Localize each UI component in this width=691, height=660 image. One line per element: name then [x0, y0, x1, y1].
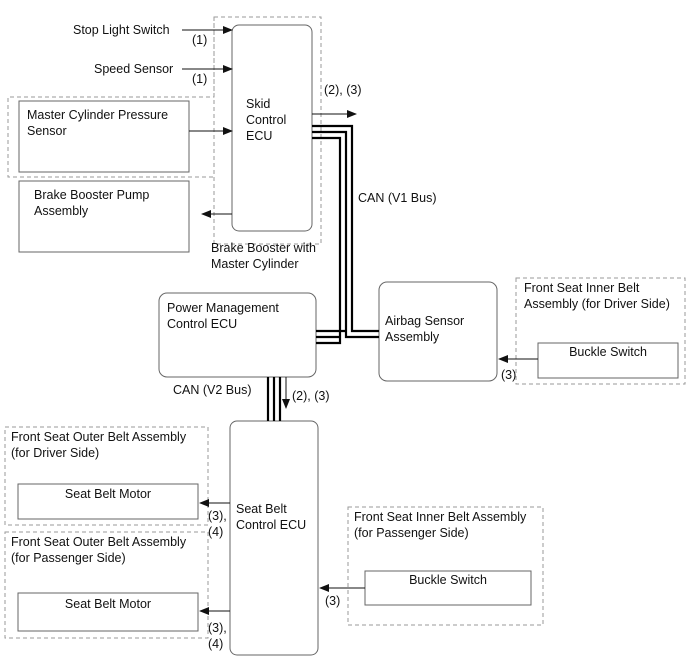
- seat-belt-control-ecu-box: [229, 420, 319, 656]
- speed-signal-id: (1): [192, 72, 208, 86]
- can-v2-bus-label: CAN (V2 Bus): [173, 383, 252, 397]
- master-cylinder-pressure-sensor-box: [18, 100, 190, 173]
- brake-booster-group-label: Brake Booster with Master Cylinder: [211, 241, 316, 271]
- seat-belt-motor-driver-label: Seat Belt Motor: [64, 487, 152, 501]
- seat-belt-motor-passenger-box: [17, 592, 199, 632]
- pm-output-signal-id: (2), (3): [292, 389, 330, 403]
- airbag-sensor-label: Airbag Sensor Assembly: [385, 314, 465, 344]
- power-management-ecu-box: [158, 292, 317, 378]
- motor-passenger-signal-id: (3), (4): [208, 621, 227, 651]
- master-cylinder-pressure-sensor-label: Master Cylinder Pressure Sensor: [27, 108, 169, 138]
- stop-light-signal-id: (1): [192, 33, 208, 47]
- skid-control-ecu-label: Skid Control ECU: [246, 97, 287, 143]
- can-v2-bus-wire: [266, 377, 282, 421]
- front-outer-driver-group-label: Front Seat Outer Belt Assembly (for Driv…: [11, 430, 187, 460]
- brake-booster-pump-label: Brake Booster Pump Assembly: [34, 188, 150, 218]
- buckle-switch-passenger-label: Buckle Switch: [409, 573, 487, 587]
- buckle-switch-driver-label: Buckle Switch: [569, 345, 647, 359]
- power-management-ecu-label: Power Management Control ECU: [167, 301, 279, 331]
- buckle-switch-driver-box: [537, 342, 679, 379]
- front-outer-driver-group-frame: [4, 426, 209, 526]
- front-inner-passenger-group-frame: [347, 506, 544, 626]
- buckle-switch-passenger-box: [364, 570, 532, 606]
- skid-output-signal-id: (2), (3): [324, 83, 362, 97]
- motor-driver-signal-id: (3), (4): [208, 509, 227, 539]
- brake-booster-pump-box: [18, 180, 190, 253]
- stop-light-switch-label: Stop Light Switch: [73, 23, 170, 37]
- front-outer-passenger-group-frame: [4, 531, 209, 639]
- speed-sensor-label: Speed Sensor: [94, 62, 174, 76]
- front-inner-driver-group-frame: [515, 277, 686, 385]
- seat-belt-control-ecu-label: Seat Belt Control ECU: [236, 502, 307, 532]
- front-outer-passenger-group-label: Front Seat Outer Belt Assembly (for Pass…: [11, 535, 187, 565]
- sensor-group-frame: [7, 17, 215, 178]
- can-v1-bus-label: CAN (V1 Bus): [358, 191, 437, 205]
- buckle-driver-signal-id: (3): [501, 368, 517, 382]
- front-inner-driver-group-label: Front Seat Inner Belt Assembly (for Driv…: [524, 281, 670, 311]
- seat-belt-motor-driver-box: [17, 483, 199, 520]
- seat-belt-motor-passenger-label: Seat Belt Motor: [64, 597, 152, 611]
- can-v1-bus-wire: [312, 124, 379, 345]
- front-inner-passenger-group-label: Front Seat Inner Belt Assembly (for Pass…: [354, 510, 527, 540]
- buckle-passenger-signal-id: (3): [325, 594, 341, 608]
